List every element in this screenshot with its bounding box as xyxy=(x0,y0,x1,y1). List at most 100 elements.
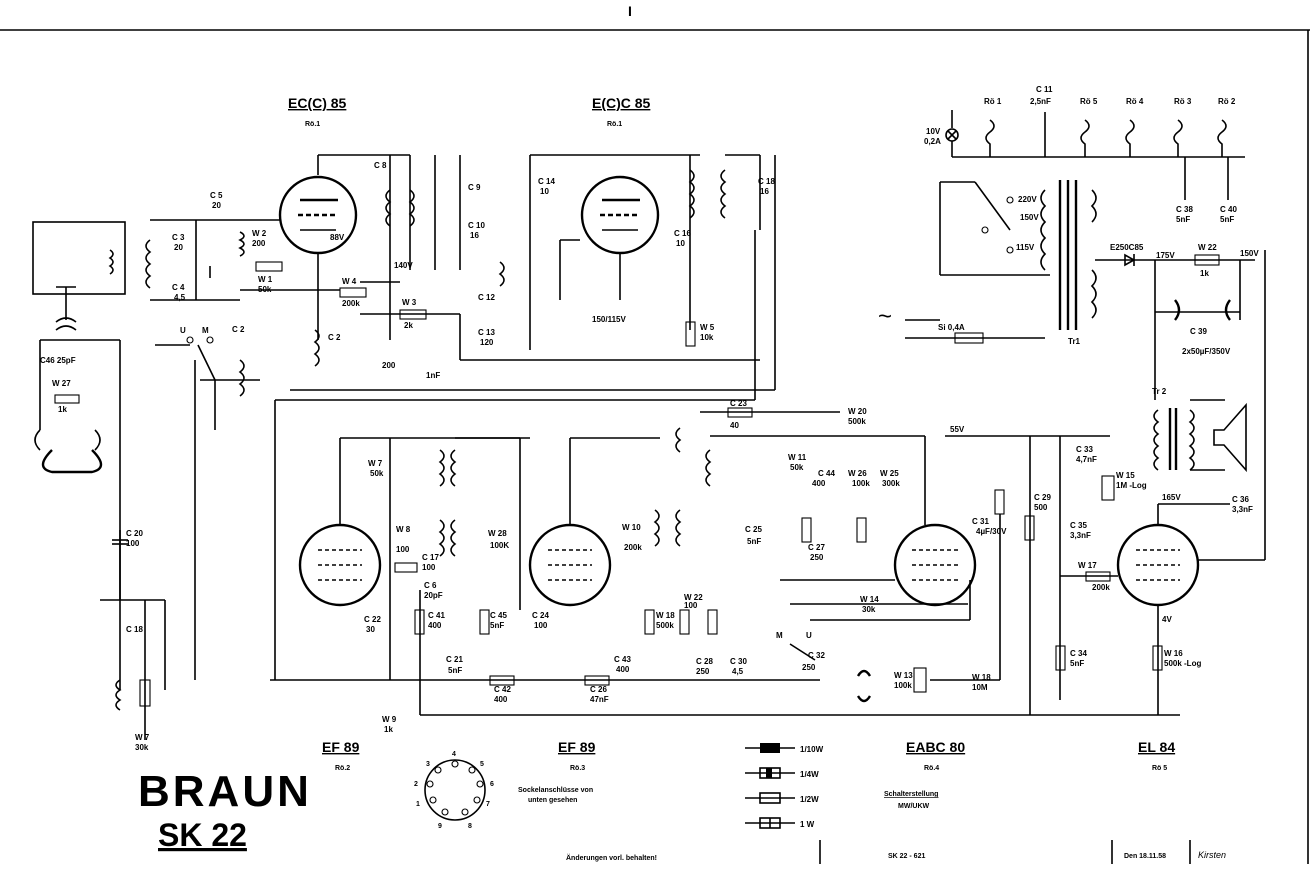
tube3-ref: Rö.2 xyxy=(335,765,350,772)
socket-pins xyxy=(426,760,484,816)
c26-label: W 9 xyxy=(382,715,397,724)
w16-label: W 15 xyxy=(1116,471,1135,480)
tap-220v: 220V xyxy=(1018,195,1037,204)
c33-label: C 32 xyxy=(808,651,825,660)
c33-value: 250 xyxy=(802,663,816,672)
c14-label: C 14 xyxy=(538,177,555,186)
c32-value: 300k xyxy=(882,479,900,488)
w15-value: 100k xyxy=(894,681,912,690)
w22a-label: C 23 xyxy=(730,399,747,408)
c46-label: C46 25pF xyxy=(40,356,76,365)
tube6-ref: Rö 5 xyxy=(1152,765,1167,772)
w14-value: 100k xyxy=(852,479,870,488)
coil-lower-left xyxy=(115,679,122,711)
v150-115-label: 150/115V xyxy=(592,315,626,324)
c30-value: 50k xyxy=(790,463,804,472)
c38-label: C 38 xyxy=(1176,205,1193,214)
heater-ro1: Rö 1 xyxy=(984,97,1002,106)
v165-label: 165V xyxy=(1162,493,1181,502)
pin-1: 1 xyxy=(416,801,420,808)
c20-value: 100 xyxy=(126,539,140,548)
w25-label: C 28 xyxy=(696,657,713,666)
w23-value: 500k -Log xyxy=(1164,659,1201,668)
w25-value: 250 xyxy=(696,667,710,676)
c3-value: 20 xyxy=(174,243,183,252)
legend-1-2w: 1/2W xyxy=(800,795,819,804)
pin-9: 9 xyxy=(438,823,442,830)
tube-socket-diagram xyxy=(424,759,486,821)
legend-1-10w: 1/10W xyxy=(800,745,824,754)
c26-value: 1k xyxy=(384,725,393,734)
c35-label: W 18 xyxy=(972,673,991,682)
c27-value: 4,5 xyxy=(732,667,744,676)
c4-value: 4,5 xyxy=(174,293,186,302)
dipole-antenna xyxy=(41,449,103,474)
tube2-name: E(C)C 85 xyxy=(592,95,651,111)
w2-value: 200 xyxy=(252,239,266,248)
tube4-ref: Rö.3 xyxy=(570,765,585,772)
c16-label: C 16 xyxy=(674,229,691,238)
c8-label: C 8 xyxy=(374,161,387,170)
socket-note-line2: unten gesehen xyxy=(528,797,577,804)
w9-label: C 41 xyxy=(428,611,445,620)
c42-value: 100K xyxy=(490,541,509,550)
w7-value: 30k xyxy=(135,743,149,752)
footer-signature: Kirsten xyxy=(1198,850,1226,860)
c24-label: C 21 xyxy=(446,655,463,664)
brand-logo: BRAUN xyxy=(138,767,312,816)
tube3-name: EF 89 xyxy=(322,739,360,755)
c42-label: W 28 xyxy=(488,529,507,538)
heater-ro2: Rö 2 xyxy=(1218,97,1236,106)
v175-label: 175V xyxy=(1156,251,1175,260)
w4-label: W 4 xyxy=(342,277,357,286)
pin-6: 6 xyxy=(490,781,494,788)
w18-value: 4µF/30V xyxy=(976,527,1007,536)
c12-label: C 12 xyxy=(478,293,495,302)
heater-ro5: Rö 5 xyxy=(1080,97,1098,106)
w13-value: 250 xyxy=(810,553,824,562)
c45-value: 20pF xyxy=(424,591,443,600)
c9-label: C 9 xyxy=(468,183,481,192)
pin-8: 8 xyxy=(468,823,472,830)
c2-label: C 2 xyxy=(232,325,245,334)
w3-label: W 3 xyxy=(402,298,417,307)
fuse-label: Si 0,4A xyxy=(938,323,965,332)
tap-115v: 115V xyxy=(1016,243,1035,252)
mains-transformer xyxy=(1040,189,1047,271)
c25-value: 400 xyxy=(616,665,630,674)
socket-note-line1: Sockelanschlüsse von xyxy=(518,787,593,794)
page-mark: I xyxy=(628,3,632,19)
c41-label: W 8 xyxy=(396,525,411,534)
c45-label: C 6 xyxy=(424,581,437,590)
footer-changes: Änderungen vorl. behalten! xyxy=(566,854,657,862)
pickup-jack xyxy=(856,669,872,703)
c36-label: C 35 xyxy=(1070,521,1087,530)
c14-value: 10 xyxy=(540,187,549,196)
antenna-coil xyxy=(108,249,114,275)
tube5-name: EABC 80 xyxy=(906,739,965,755)
w9-value: 400 xyxy=(428,621,442,630)
legend-1w: 1 W xyxy=(800,820,815,829)
heater-c11: C 11 xyxy=(1036,85,1053,94)
footer-doc-number: SK 22 - 621 xyxy=(888,853,925,860)
c13-label: C 13 xyxy=(478,328,495,337)
w6-label: C 2 xyxy=(328,333,341,342)
w19-value: 400 xyxy=(494,695,508,704)
c20-label: C 20 xyxy=(126,529,143,538)
switch-u-1: U xyxy=(180,326,186,335)
pin-3: 3 xyxy=(426,761,430,768)
c10-value: 16 xyxy=(470,231,479,240)
model-name: SK 22 xyxy=(158,817,247,853)
w24-value: 1k xyxy=(1200,269,1209,278)
pin-4: 4 xyxy=(452,751,456,758)
c24-value: 5nF xyxy=(448,666,462,675)
v140-label: 140V xyxy=(394,261,413,270)
w27-label: W 27 xyxy=(52,379,71,388)
c19b-value: 16 xyxy=(760,187,769,196)
c41-value: 100 xyxy=(396,545,410,554)
switch-note-line2: MW/UKW xyxy=(898,803,929,810)
w20-value: 47nF xyxy=(590,695,609,704)
w17-value: 500 xyxy=(1034,503,1048,512)
